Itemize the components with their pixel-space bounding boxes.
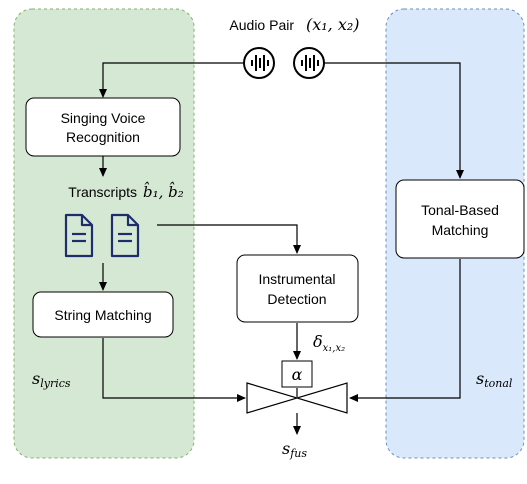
document-icon — [110, 213, 140, 258]
svr-label-line2: Recognition — [66, 129, 140, 145]
instrumental-detection-box: Instrumental Detection — [236, 254, 359, 323]
document-icon — [64, 213, 94, 258]
instrumental-label-line1: Instrumental — [258, 271, 335, 287]
singing-voice-recognition-box: Singing Voice Recognition — [25, 97, 181, 157]
svr-label-line1: Singing Voice — [61, 110, 146, 126]
instrumental-label-line2: Detection — [267, 291, 326, 307]
s-fus-symbol: s — [282, 439, 290, 458]
arrow-lyrics-to-gate — [102, 338, 246, 402]
arrow-audio-to-svr — [99, 62, 244, 98]
audio-pair-title: Audio Pair — [229, 17, 294, 33]
arrow-audio-to-tonal — [324, 62, 464, 179]
waveform-icon — [293, 47, 325, 79]
s-tonal-label: stonal — [476, 369, 513, 390]
fusion-gate — [246, 382, 348, 414]
s-fus-subscript: fus — [289, 447, 307, 460]
tonal-based-matching-box: Tonal-Based Matching — [395, 179, 525, 259]
string-matching-box: String Matching — [32, 291, 174, 338]
tonal-label-line2: Matching — [432, 222, 489, 238]
s-fus-label: sfus — [282, 439, 307, 460]
waveform-icon — [243, 47, 275, 79]
alpha-symbol: α — [292, 365, 303, 384]
s-lyrics-subscript: lyrics — [40, 377, 71, 390]
tonal-label-line1: Tonal-Based — [421, 202, 499, 218]
s-lyrics-symbol: s — [32, 369, 40, 388]
string-matching-label: String Matching — [54, 307, 151, 323]
delta-symbol: δ — [313, 332, 323, 351]
s-tonal-subscript: tonal — [484, 377, 513, 390]
delta-subscript: x₁,x₂ — [323, 343, 345, 354]
delta-label: δx₁,x₂ — [313, 332, 345, 354]
s-lyrics-label: slyrics — [32, 369, 71, 390]
transcripts-math: b̂₁, b̂₂ — [143, 182, 184, 201]
audio-pair-formula: (x₁, x₂) — [306, 15, 360, 34]
transcripts-label: Transcripts — [68, 184, 137, 200]
s-tonal-symbol: s — [476, 369, 484, 388]
arrow-docs-to-instrumental — [157, 224, 301, 254]
arrow-tonal-to-gate — [349, 259, 461, 402]
lyrics-panel — [13, 8, 195, 459]
alpha-weight-box: α — [281, 360, 313, 388]
